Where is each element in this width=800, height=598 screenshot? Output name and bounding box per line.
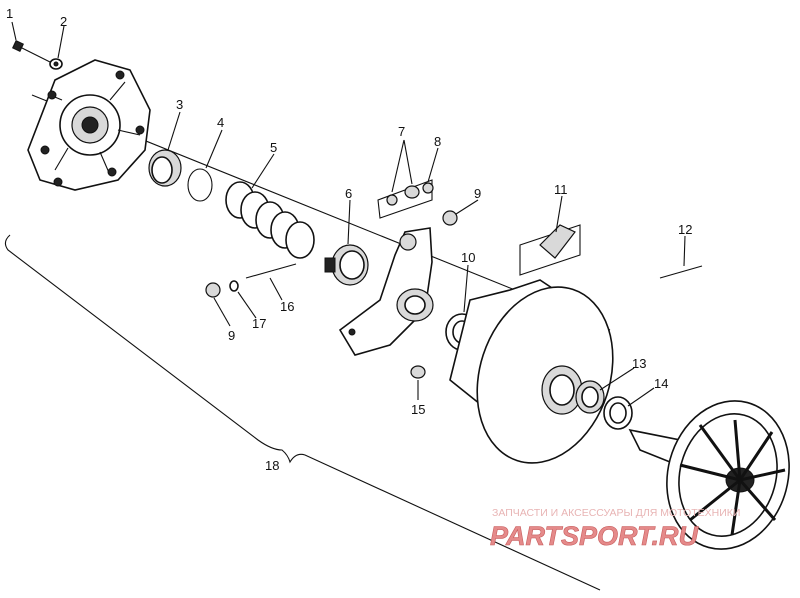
fixed-sheave	[628, 400, 790, 550]
part-15-nut	[410, 365, 426, 379]
callout-4: 4	[217, 115, 224, 130]
part-6-bearing	[324, 244, 369, 286]
part-12-pin	[659, 265, 703, 279]
part-2-washer	[49, 58, 63, 70]
driven-clutch-cover	[27, 59, 151, 191]
watermark-caption: ЗАПЧАСТИ И АКСЕССУАРЫ ДЛЯ МОТОТЕХНИКИ	[492, 507, 740, 519]
assembly-brace-18	[4, 234, 601, 591]
part-17-washer	[229, 280, 239, 292]
part-4-snap-ring	[187, 168, 213, 202]
callout-11: 11	[554, 182, 568, 197]
callout-8: 8	[434, 134, 441, 149]
callout-12: 12	[678, 222, 692, 237]
callout-14: 14	[654, 376, 668, 391]
callout-9-lower: 9	[228, 328, 235, 343]
part-3-bushing	[148, 149, 182, 187]
callout-15: 15	[411, 402, 425, 417]
watermark-brand: PARTSPORT.RU	[490, 521, 700, 551]
callout-1: 1	[6, 6, 13, 21]
callout-13: 13	[632, 356, 646, 371]
leader-lines	[11, 21, 686, 407]
callout-18: 18	[265, 458, 279, 473]
callout-16: 16	[280, 299, 294, 314]
part-16-pin	[245, 263, 297, 279]
callout-7: 7	[398, 124, 405, 139]
part-14-washer	[603, 396, 633, 430]
part-callouts: 1 2 3 4 5 6 7 8 9 10 11 12 13 14 15 16 1…	[6, 6, 692, 473]
part-1-bolt	[12, 40, 51, 63]
callout-6: 6	[345, 186, 352, 201]
movable-sheave	[449, 279, 614, 464]
callout-9-upper: 9	[474, 186, 481, 201]
helix-bracket	[338, 227, 434, 356]
part-9-cap-lower	[205, 282, 221, 298]
watermark: ЗАПЧАСТИ И АКСЕССУАРЫ ДЛЯ МОТОТЕХНИКИ PA…	[490, 507, 741, 551]
part-5-spring	[225, 181, 315, 259]
callout-10: 10	[461, 250, 475, 265]
callout-2: 2	[60, 14, 67, 29]
part-13-bushing	[575, 380, 605, 414]
callout-5: 5	[270, 140, 277, 155]
callout-3: 3	[176, 97, 183, 112]
part-11-clip	[519, 224, 581, 276]
callout-17: 17	[252, 316, 266, 331]
part-7-8-hardware	[377, 179, 434, 219]
part-9-nut-upper	[442, 210, 458, 226]
